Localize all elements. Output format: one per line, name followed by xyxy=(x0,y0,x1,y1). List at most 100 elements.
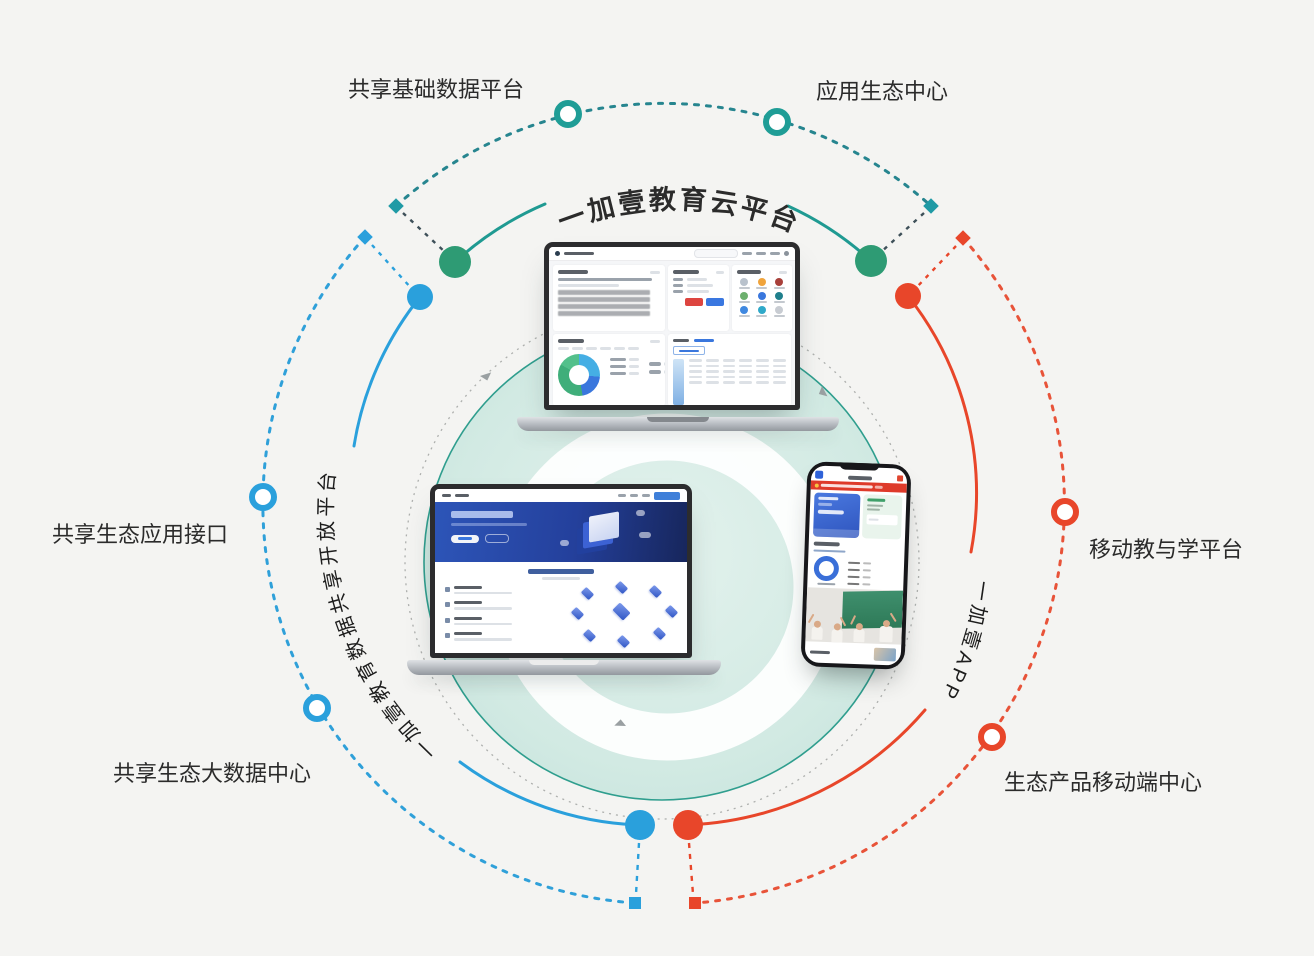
cloud-icon xyxy=(560,540,569,546)
laptop-website xyxy=(407,484,721,675)
dot-red-bottom xyxy=(673,810,703,840)
table-cell-bar xyxy=(773,370,787,373)
iso-gem xyxy=(664,604,678,618)
feature-title-bar xyxy=(454,585,482,589)
donut-legend xyxy=(610,354,639,375)
tab-bar xyxy=(672,339,689,342)
filter-chip xyxy=(572,347,583,350)
dashboard-panel-apps xyxy=(731,265,793,331)
panel-more-link xyxy=(715,270,724,274)
dashboard-avatar xyxy=(784,251,789,256)
label-top-right: 应用生态中心 xyxy=(816,79,948,104)
card-bar xyxy=(818,496,839,501)
panel-more-link xyxy=(779,270,788,274)
card-green xyxy=(862,494,903,540)
legend-bar xyxy=(847,568,860,571)
table-cell-bar xyxy=(756,381,770,384)
panel-more-link xyxy=(649,339,660,343)
legend-bar xyxy=(610,372,626,375)
table-chip xyxy=(672,346,705,355)
blue-button xyxy=(705,298,724,306)
stat-bar xyxy=(664,362,665,366)
teacher-figure xyxy=(879,625,893,643)
inner-arc-red-lower xyxy=(686,708,927,827)
scribble-line xyxy=(558,311,650,316)
stat-bar xyxy=(649,362,661,366)
dot-red-top xyxy=(895,283,921,309)
feature-list xyxy=(445,585,566,648)
card-bar xyxy=(818,502,833,507)
table-cell-bar xyxy=(739,370,753,373)
gray-dashed-orbit xyxy=(404,304,920,820)
label-left: 共享生态应用接口 xyxy=(52,522,228,547)
dashboard-panel-form xyxy=(667,265,729,331)
app-icon-glyph xyxy=(775,306,784,314)
phone-footer xyxy=(805,641,902,665)
table-cell-bar xyxy=(688,381,702,384)
table-cell-bar xyxy=(773,381,787,384)
table-cell-bar xyxy=(773,359,787,362)
student-figure xyxy=(831,629,843,643)
footer-thumbnail xyxy=(873,647,897,662)
laptop-website-base xyxy=(407,660,721,675)
table-cell-bar xyxy=(722,381,736,384)
legend-bar xyxy=(629,358,639,361)
table-cell-bar xyxy=(722,375,736,378)
app-icon-label-bar xyxy=(756,301,768,303)
skeleton-bar xyxy=(756,252,766,255)
website-section xyxy=(435,562,687,653)
app-icon-glyph xyxy=(740,278,749,286)
app-icon-glyph xyxy=(757,292,766,300)
card-bar xyxy=(867,508,881,511)
nav-link-bar xyxy=(618,494,626,497)
section-title-bar xyxy=(813,541,840,546)
right-arc-label-curved: 一加壹APP xyxy=(936,579,993,705)
legend-bar xyxy=(847,582,860,585)
app-icon-label-bar xyxy=(773,287,785,289)
field-label-bar xyxy=(672,284,683,287)
chart-caption-bar xyxy=(816,582,835,586)
card-bar xyxy=(867,504,884,507)
diamond-node-teal-left xyxy=(388,198,404,214)
app-icon-grid xyxy=(737,278,788,317)
phone-app xyxy=(800,461,912,670)
dashboard-panel-announcements xyxy=(553,265,665,331)
square-node-red xyxy=(689,897,701,909)
table-highlight-column xyxy=(672,359,684,405)
app-icon xyxy=(756,292,768,303)
filter-row xyxy=(558,347,660,350)
feature-item xyxy=(445,601,566,610)
card-bar xyxy=(867,498,886,502)
square-node-blue xyxy=(629,897,641,909)
table-cell-bar xyxy=(705,381,719,384)
inner-arc-blue-upper xyxy=(352,295,422,448)
ring-node-bottom-left xyxy=(303,694,331,722)
dashboard-search-input xyxy=(694,249,738,258)
feature-cards xyxy=(809,489,907,542)
table-cell-bar xyxy=(739,364,753,367)
feature-item xyxy=(445,616,566,625)
hero-subtitle-bar xyxy=(451,523,527,526)
website-hero xyxy=(435,502,687,562)
student-figure xyxy=(853,628,865,643)
app-icon-label-bar xyxy=(773,301,785,303)
panel-title-bar xyxy=(672,270,699,274)
feature-desc-bar xyxy=(454,622,512,625)
label-top-left: 共享基础数据平台 xyxy=(348,77,524,102)
stat-bar xyxy=(664,370,665,374)
legend-bar xyxy=(863,561,872,565)
app-icon xyxy=(756,278,768,289)
cloud-icon xyxy=(639,532,651,538)
chip-bar xyxy=(678,349,699,352)
legend-bar xyxy=(610,358,626,361)
nav-link-bar xyxy=(630,494,638,497)
dot-blue-top xyxy=(407,284,433,310)
filter-chip xyxy=(586,347,597,350)
orbit-arrow-icon xyxy=(614,719,626,726)
app-icon xyxy=(756,306,768,317)
orbit-arrow-icon xyxy=(818,386,828,397)
banner-icon xyxy=(814,483,819,488)
table-cell-bar xyxy=(705,375,719,378)
app-icon-glyph xyxy=(775,278,784,286)
